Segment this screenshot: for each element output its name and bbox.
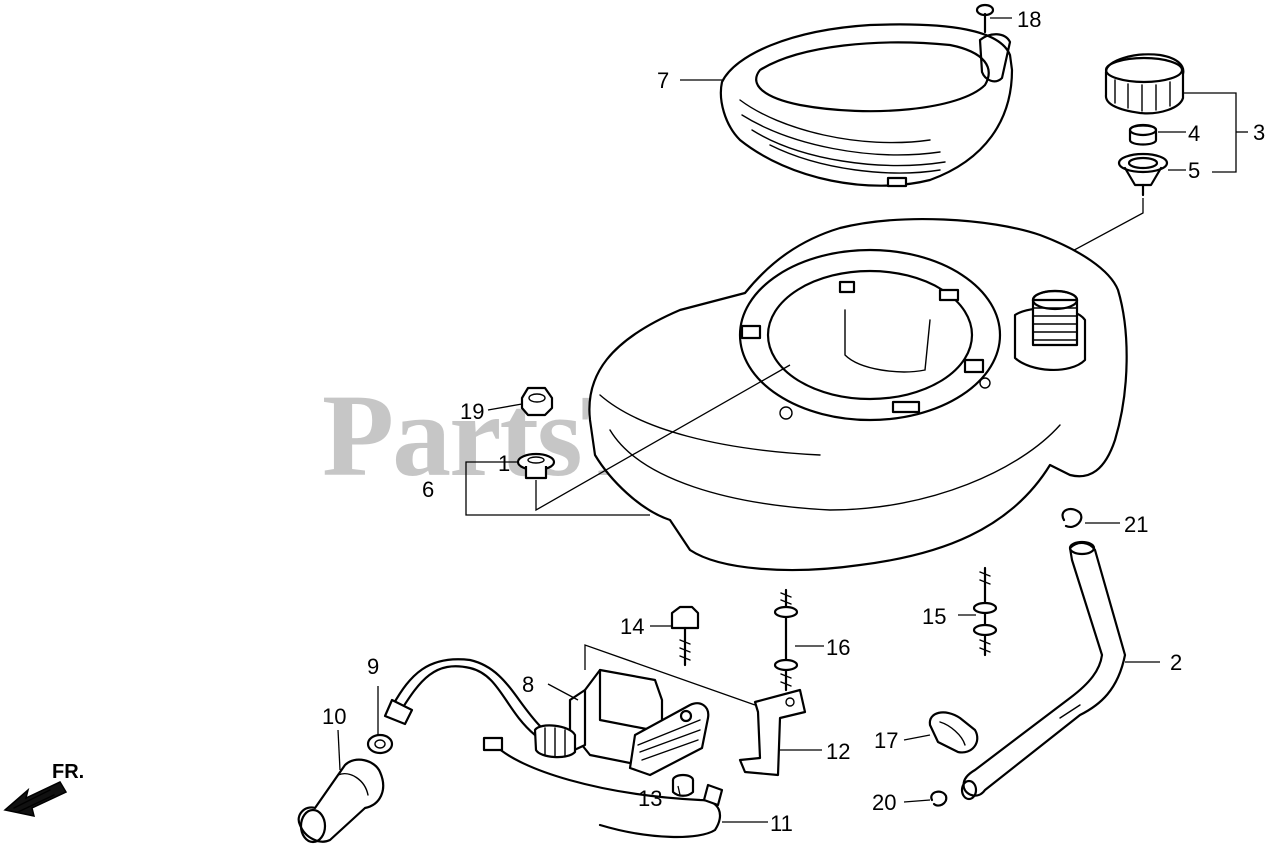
callout-14[interactable]: 14 — [620, 614, 644, 639]
callout-4[interactable]: 4 — [1188, 121, 1200, 146]
ignition-coil-part[interactable] — [533, 668, 710, 777]
fr-label: FR. — [52, 761, 84, 783]
cap-gasket-part[interactable] — [1128, 123, 1158, 146]
callout-18[interactable]: 18 — [1017, 7, 1041, 32]
washer-part-9[interactable] — [366, 733, 394, 755]
high-tension-lead — [383, 658, 542, 737]
callout-11[interactable]: 11 — [770, 811, 793, 836]
flange-nut-part-19[interactable] — [520, 386, 554, 417]
starter-cover-part[interactable] — [719, 23, 1014, 188]
collar-part-13[interactable] — [671, 773, 695, 797]
callout-10[interactable]: 10 — [322, 704, 346, 729]
callout-16[interactable]: 16 — [826, 635, 850, 660]
clamp-part-17[interactable] — [928, 711, 979, 754]
callout-20[interactable]: 20 — [872, 790, 896, 815]
fuel-cap-part[interactable] — [1104, 53, 1185, 115]
callout-1[interactable]: 1 — [498, 451, 510, 476]
clip-part-20[interactable] — [930, 790, 948, 807]
callout-13[interactable]: 13 — [638, 786, 662, 811]
ground-wire-part[interactable] — [482, 736, 724, 839]
callout-leaders — [337, 17, 1248, 823]
fan-cover-part[interactable] — [588, 217, 1128, 572]
clip-part-21[interactable] — [1061, 507, 1083, 528]
callout-21[interactable]: 21 — [1124, 512, 1148, 537]
callout-6[interactable]: 6 — [422, 477, 434, 502]
front-direction-arrow: FR. — [3, 761, 84, 817]
screw-part-18[interactable] — [975, 3, 995, 34]
stud-bolt-part-15[interactable] — [972, 566, 998, 657]
grommet-part-1[interactable] — [516, 452, 556, 480]
stud-bolt-part-16[interactable] — [773, 588, 799, 692]
callout-5[interactable]: 5 — [1188, 158, 1200, 183]
bolt-part-14[interactable] — [670, 605, 700, 667]
callout-17[interactable]: 17 — [874, 728, 898, 753]
bracket-part-12[interactable] — [738, 688, 807, 777]
callout-7[interactable]: 7 — [657, 68, 669, 93]
callout-2[interactable]: 2 — [1170, 650, 1182, 675]
callout-9[interactable]: 9 — [367, 654, 379, 679]
callout-3[interactable]: 3 — [1253, 120, 1265, 145]
callout-15[interactable]: 15 — [922, 604, 946, 629]
callout-12[interactable]: 12 — [826, 739, 850, 764]
fuel-tube-part[interactable] — [960, 540, 1127, 801]
callout-19[interactable]: 19 — [460, 399, 484, 424]
spark-plug-cap-part[interactable] — [297, 758, 385, 844]
callout-8[interactable]: 8 — [522, 672, 534, 697]
fuel-strainer-part[interactable] — [1117, 152, 1169, 197]
